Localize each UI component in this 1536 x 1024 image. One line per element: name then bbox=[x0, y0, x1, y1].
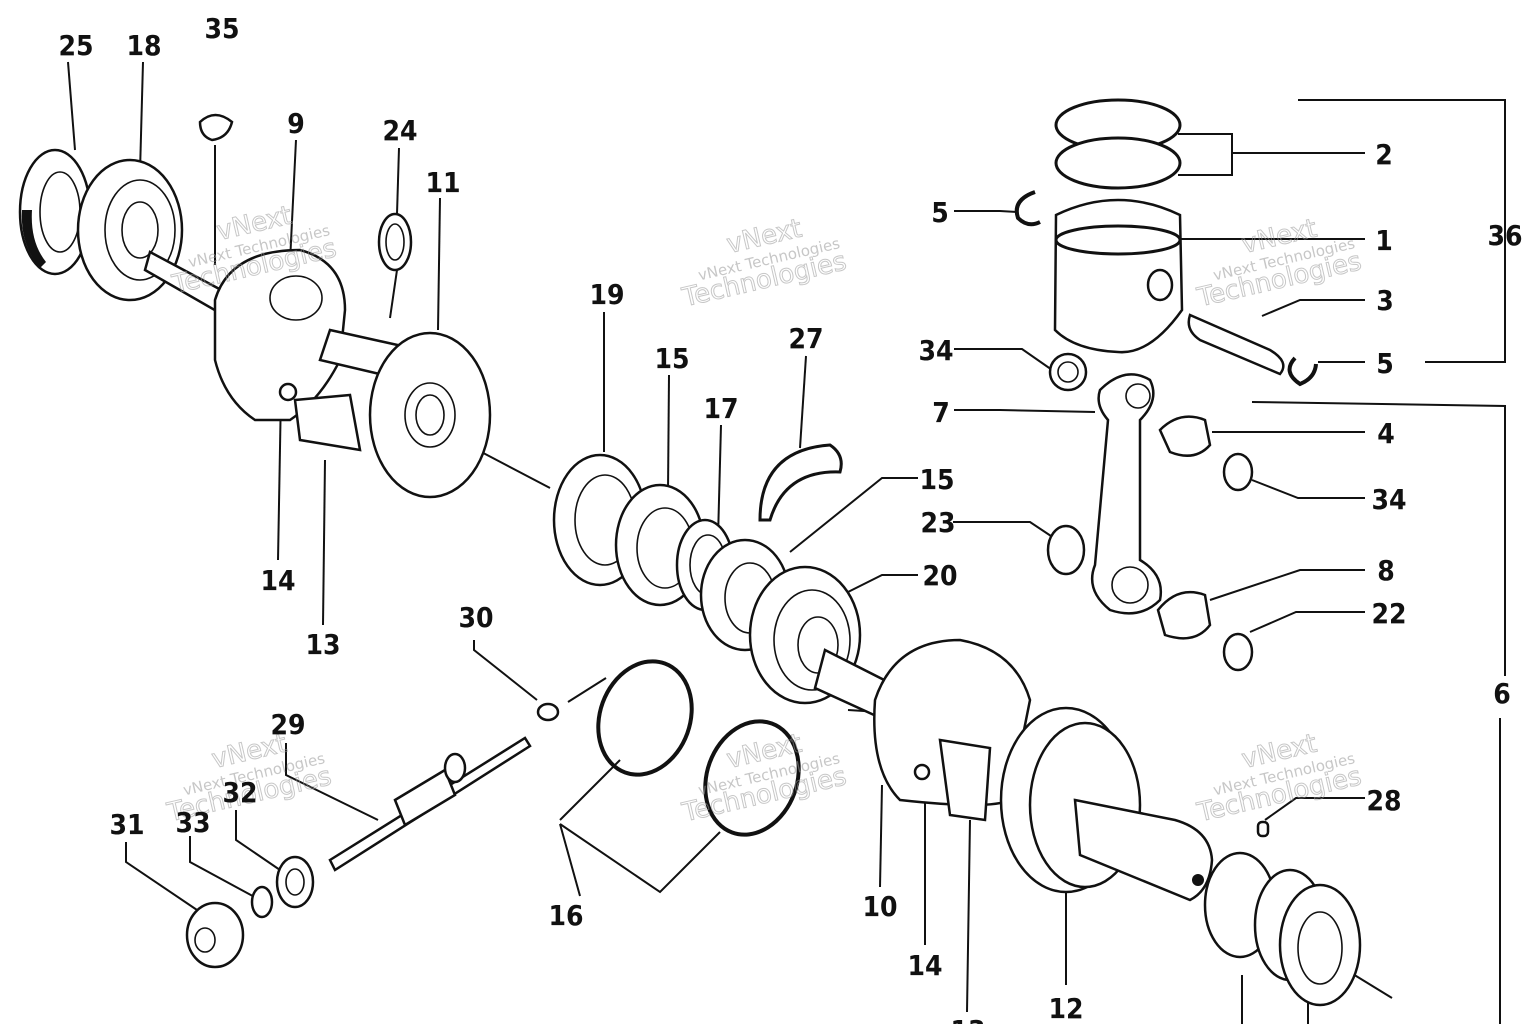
callout-label: 32 bbox=[222, 776, 257, 809]
leader-lines bbox=[67, 61, 1506, 1024]
callout-label: 6 bbox=[1493, 677, 1511, 710]
callout-label: 35 bbox=[204, 12, 239, 45]
callout-label: 8 bbox=[1377, 554, 1395, 587]
callout-label: 34 bbox=[1371, 483, 1406, 516]
callout-label: 7 bbox=[932, 396, 950, 429]
callout-label: 17 bbox=[703, 392, 738, 425]
callout-label: 16 bbox=[548, 899, 583, 932]
left-crank-assembly bbox=[18, 113, 492, 499]
callout-label: 3 bbox=[1376, 284, 1394, 317]
callout-label: 13 bbox=[950, 1014, 985, 1024]
piston-and-rod bbox=[1014, 98, 1318, 672]
callout-label: 27 bbox=[788, 322, 823, 355]
callout-label: 15 bbox=[919, 463, 954, 496]
callout-label: 4 bbox=[1377, 417, 1395, 450]
callout-label: 22 bbox=[1371, 597, 1406, 630]
callout-label: 14 bbox=[260, 564, 295, 597]
callout-label: 23 bbox=[920, 506, 955, 539]
watermark-3: vNext vNext Technologies Technologies bbox=[1193, 213, 1364, 314]
callout-label: 13 bbox=[305, 628, 340, 661]
watermark-5: vNext vNext Technologies Technologies bbox=[678, 728, 849, 829]
callout-label: 34 bbox=[918, 334, 953, 367]
callout-label: 33 bbox=[175, 806, 210, 839]
callout-label: 36 bbox=[1487, 219, 1522, 252]
right-crank-assembly bbox=[813, 638, 1362, 1007]
callout-label: 20 bbox=[922, 559, 957, 592]
callout-labels: 25 18 35 9 24 11 19 15 17 27 15 20 23 14… bbox=[58, 12, 1522, 1024]
callout-label: 19 bbox=[589, 278, 624, 311]
callout-label: 31 bbox=[109, 808, 144, 841]
callout-label: 2 bbox=[1375, 138, 1393, 171]
watermark-2: vNext vNext Technologies Technologies bbox=[678, 213, 849, 314]
callout-label: 5 bbox=[1376, 347, 1394, 380]
callout-label: 5 bbox=[931, 196, 949, 229]
callout-label: 1 bbox=[1375, 224, 1393, 257]
rings-16 bbox=[596, 659, 801, 837]
center-bearings bbox=[552, 443, 862, 705]
callout-label: 11 bbox=[425, 166, 460, 199]
callout-label: 14 bbox=[907, 949, 942, 982]
callout-label: 28 bbox=[1366, 784, 1401, 817]
callout-label: 9 bbox=[287, 107, 305, 140]
callout-label: 18 bbox=[126, 29, 161, 62]
callout-label: 10 bbox=[862, 890, 897, 923]
callout-label: 12 bbox=[1048, 992, 1083, 1024]
callout-label: 24 bbox=[382, 114, 417, 147]
callout-label: 25 bbox=[58, 29, 93, 62]
pump-shaft-assembly bbox=[185, 702, 560, 969]
callout-label: 30 bbox=[458, 601, 493, 634]
callout-label: 29 bbox=[270, 708, 305, 741]
callout-label: 15 bbox=[654, 342, 689, 375]
